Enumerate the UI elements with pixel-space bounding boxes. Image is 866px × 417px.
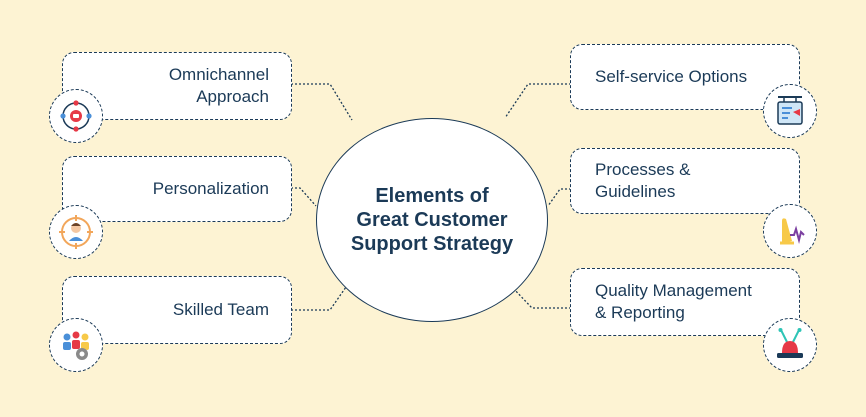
- connector-personalization: [291, 187, 317, 207]
- central-title: Elements of Great Customer Support Strat…: [350, 185, 514, 255]
- node-quality: Quality Management & Reporting: [570, 268, 800, 336]
- node-label: Skilled Team: [172, 300, 269, 319]
- signboard-icon: [763, 84, 817, 138]
- node-skilled-team: Skilled Team: [62, 276, 292, 344]
- central-node: Elements of Great Customer Support Strat…: [316, 118, 548, 322]
- node-label: Personalization: [152, 179, 269, 198]
- team-icon: [49, 318, 103, 372]
- connector-quality: [511, 286, 571, 309]
- node-label: Processes & Guidelines: [595, 160, 691, 201]
- connector-omnichannel: [291, 83, 353, 121]
- omnichannel-icon: [49, 89, 103, 143]
- connector-skilled-team: [291, 286, 347, 311]
- connector-self-service: [504, 83, 571, 119]
- node-label: Omnichannel Approach: [168, 65, 269, 106]
- guidelines-icon: [763, 204, 817, 258]
- personalization-icon: [49, 205, 103, 259]
- node-self-service: Self-service Options: [570, 44, 800, 110]
- node-processes: Processes & Guidelines: [570, 148, 800, 214]
- node-label: Self-service Options: [595, 67, 748, 86]
- node-personalization: Personalization: [62, 156, 292, 222]
- connector-processes: [547, 188, 571, 207]
- alarm-icon: [763, 318, 817, 372]
- node-label: Quality Management & Reporting: [595, 281, 752, 322]
